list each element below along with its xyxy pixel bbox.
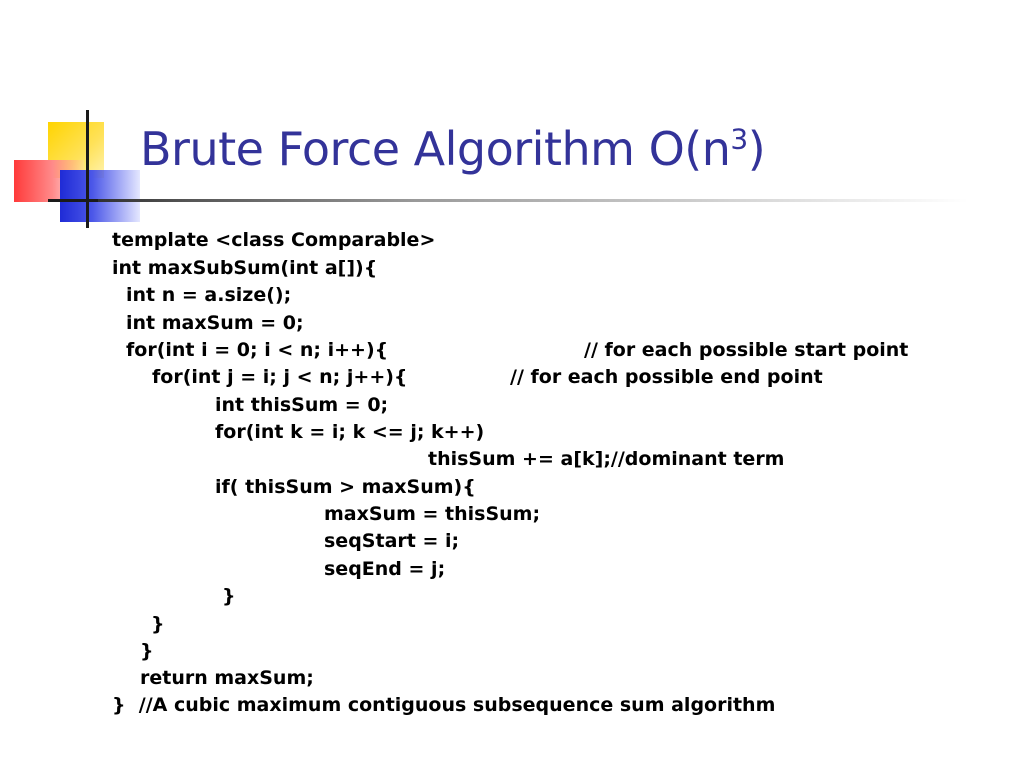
- code-line-9: thisSum += a[k];//dominant term: [428, 448, 785, 470]
- code-line-14: }: [222, 585, 236, 607]
- code-line-10: if( thisSum > maxSum){: [215, 476, 476, 498]
- comment-end-point: // for each possible end point: [510, 366, 823, 388]
- code-line-15: }: [151, 613, 165, 635]
- code-line-12: seqStart = i;: [324, 530, 460, 552]
- vertical-line-decoration: [86, 110, 89, 228]
- code-line-18: } //A cubic maximum contiguous subsequen…: [112, 694, 776, 716]
- blue-square-decoration: [60, 170, 140, 222]
- code-line-7: int thisSum = 0;: [215, 394, 389, 416]
- code-line-17: return maxSum;: [140, 667, 314, 689]
- code-line-13: seqEnd = j;: [324, 558, 446, 580]
- comment-start-point: // for each possible start point: [584, 339, 909, 361]
- code-line-2: int maxSubSum(int a[]){: [112, 257, 378, 279]
- title-main: Brute Force Algorithm O(n: [140, 122, 731, 176]
- code-line-16: }: [140, 640, 154, 662]
- slide-title: Brute Force Algorithm O(n3): [140, 118, 766, 180]
- code-line-1: template <class Comparable>: [112, 229, 436, 251]
- code-line-6: for(int j = i; j < n; j++){: [152, 366, 408, 388]
- title-underline: [48, 199, 968, 202]
- title-end: ): [747, 122, 766, 176]
- title-superscript: 3: [730, 122, 748, 156]
- title-underline-left: [48, 199, 98, 202]
- code-line-11: maxSum = thisSum;: [324, 503, 541, 525]
- code-line-3: int n = a.size();: [126, 284, 292, 306]
- code-line-8: for(int k = i; k <= j; k++): [215, 421, 485, 443]
- code-line-5: for(int i = 0; i < n; i++){: [126, 339, 389, 361]
- code-line-4: int maxSum = 0;: [126, 312, 304, 334]
